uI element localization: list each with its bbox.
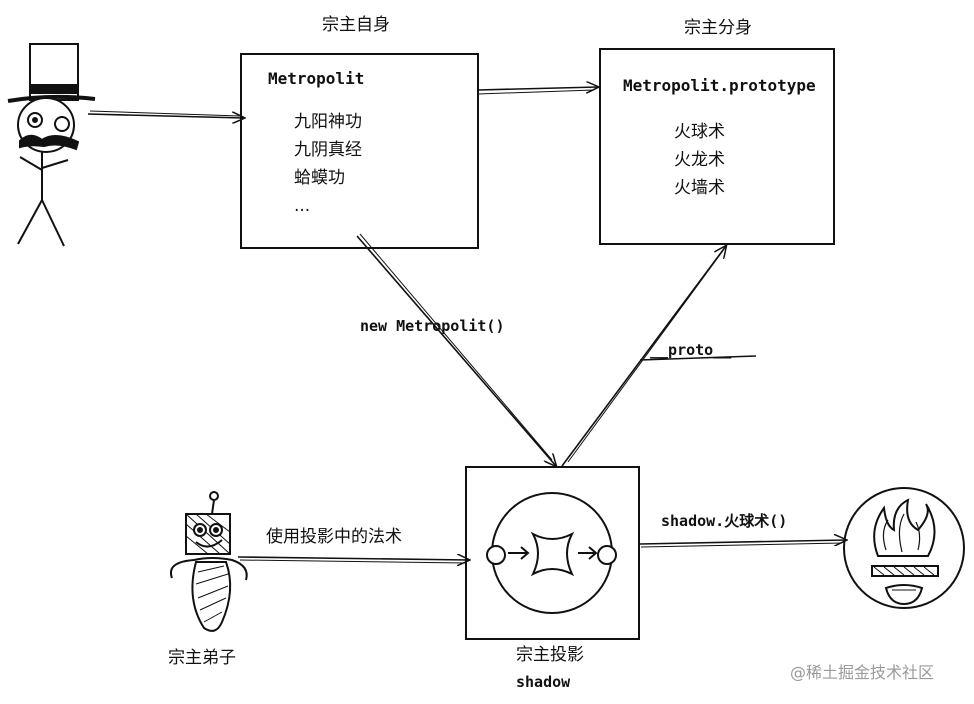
edge-master-to-constructor-sketch <box>89 110 241 117</box>
prototype-name: Metropolit.prototype <box>623 76 816 95</box>
edge-master-to-constructor <box>87 114 244 118</box>
constructor-skill: 蛤蟆功 <box>294 168 345 188</box>
prototype-skill: 火球术 <box>674 122 725 142</box>
shadow-label: 宗主投影 <box>516 645 584 665</box>
edge-label-use: 使用投影中的法术 <box>266 527 402 547</box>
prototype-box <box>599 48 835 245</box>
edge-use-spell <box>237 557 469 560</box>
master-self-title: 宗主自身 <box>322 15 390 35</box>
watermark: @稀土掘金技术社区 <box>790 663 935 682</box>
constructor-skill: 九阴真经 <box>294 140 362 160</box>
prototype-skill: 火墙术 <box>674 178 725 198</box>
edge-constructor-to-prototype-sketch <box>477 89 595 95</box>
disciple-label: 宗主弟子 <box>168 648 236 668</box>
constructor-box <box>240 53 479 249</box>
edge-new-instance-sketch <box>359 233 553 461</box>
constructor-skill: 九阳神功 <box>294 112 362 132</box>
master-figure-icon <box>7 43 96 247</box>
edge-proto-link <box>561 246 726 467</box>
shadow-name: shadow <box>516 673 571 691</box>
shadow-transform-icon <box>486 492 617 614</box>
master-clone-title: 宗主分身 <box>684 18 752 38</box>
edge-cast-spell-sketch <box>640 542 843 548</box>
edge-proto-link-sketch <box>567 251 723 463</box>
edge-constructor-to-prototype <box>477 87 598 90</box>
constructor-name: Metropolit <box>268 69 365 88</box>
fireball-spell-icon <box>843 487 965 609</box>
shadow-instance-box <box>465 466 640 640</box>
edge-new-instance <box>356 235 556 466</box>
edge-label-new: new Metropolit() <box>360 317 505 335</box>
edge-cast-spell <box>639 540 846 544</box>
edge-label-call: shadow.火球术() <box>661 512 788 530</box>
proto-underline <box>639 355 757 361</box>
edge-label-proto: __proto__ <box>650 341 732 359</box>
constructor-skill-ellipsis: ... <box>294 196 311 216</box>
disciple-figure-icon <box>170 491 248 632</box>
prototype-skill: 火龙术 <box>674 150 725 170</box>
edge-use-spell-sketch <box>239 559 466 564</box>
